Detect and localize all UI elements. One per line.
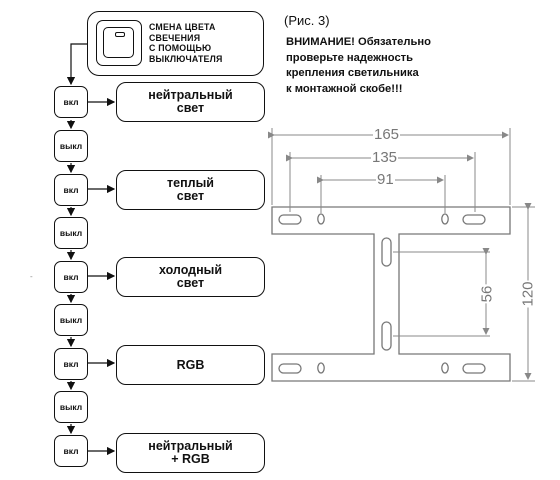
state-on-4: вкл <box>54 348 88 380</box>
dim-label-135: 135 <box>371 149 399 166</box>
bottom-right-hole <box>441 362 449 374</box>
mounting-bracket <box>271 206 511 382</box>
mode-cold: холодный свет <box>116 257 265 297</box>
dim-label-165: 165 <box>373 126 401 143</box>
warning-text: ВНИМАНИЕ! Обязательно проверьте надежнос… <box>286 36 431 95</box>
switch-icon <box>96 20 142 66</box>
bottom-right-slot <box>462 363 486 374</box>
bottom-left-slot <box>278 363 302 374</box>
center-slot-upper <box>381 237 392 267</box>
state-off-2: выкл <box>54 217 88 249</box>
stray-mark: - <box>30 272 33 281</box>
mode-neutral: нейтральный свет <box>116 82 265 122</box>
center-slot-lower <box>381 321 392 351</box>
switch-indicator <box>115 32 125 37</box>
state-on-3: вкл <box>54 261 88 293</box>
connector-switch-to-first <box>66 43 87 86</box>
state-off-1: выкл <box>54 130 88 162</box>
state-on-1: вкл <box>54 86 88 118</box>
dim-label-56: 56 <box>478 284 496 304</box>
bracket-outline <box>271 206 511 382</box>
switch-panel: СМЕНА ЦВЕТА СВЕЧЕНИЯ С ПОМОЩЬЮ ВЫКЛЮЧАТЕ… <box>87 11 264 76</box>
state-on-2: вкл <box>54 174 88 206</box>
mode-warm: теплый свет <box>116 170 265 210</box>
dim-label-91: 91 <box>376 171 395 188</box>
dim-label-120: 120 <box>519 280 537 308</box>
bottom-left-hole <box>317 362 325 374</box>
mode-neutral-rgb: нейтральный + RGB <box>116 433 265 473</box>
state-off-4: выкл <box>54 391 88 423</box>
switch-caption: СМЕНА ЦВЕТА СВЕЧЕНИЯ С ПОМОЩЬЮ ВЫКЛЮЧАТЕ… <box>149 22 223 64</box>
top-right-hole <box>441 213 449 225</box>
top-right-slot <box>462 214 486 225</box>
state-on-5: вкл <box>54 435 88 467</box>
top-left-slot <box>278 214 302 225</box>
mode-rgb: RGB <box>116 345 265 385</box>
switch-key <box>103 27 134 58</box>
flow-connectors <box>66 43 116 456</box>
dimension-lines <box>268 128 535 382</box>
top-left-hole <box>317 213 325 225</box>
state-off-3: выкл <box>54 304 88 336</box>
figure-reference: (Рис. 3) <box>284 13 330 28</box>
